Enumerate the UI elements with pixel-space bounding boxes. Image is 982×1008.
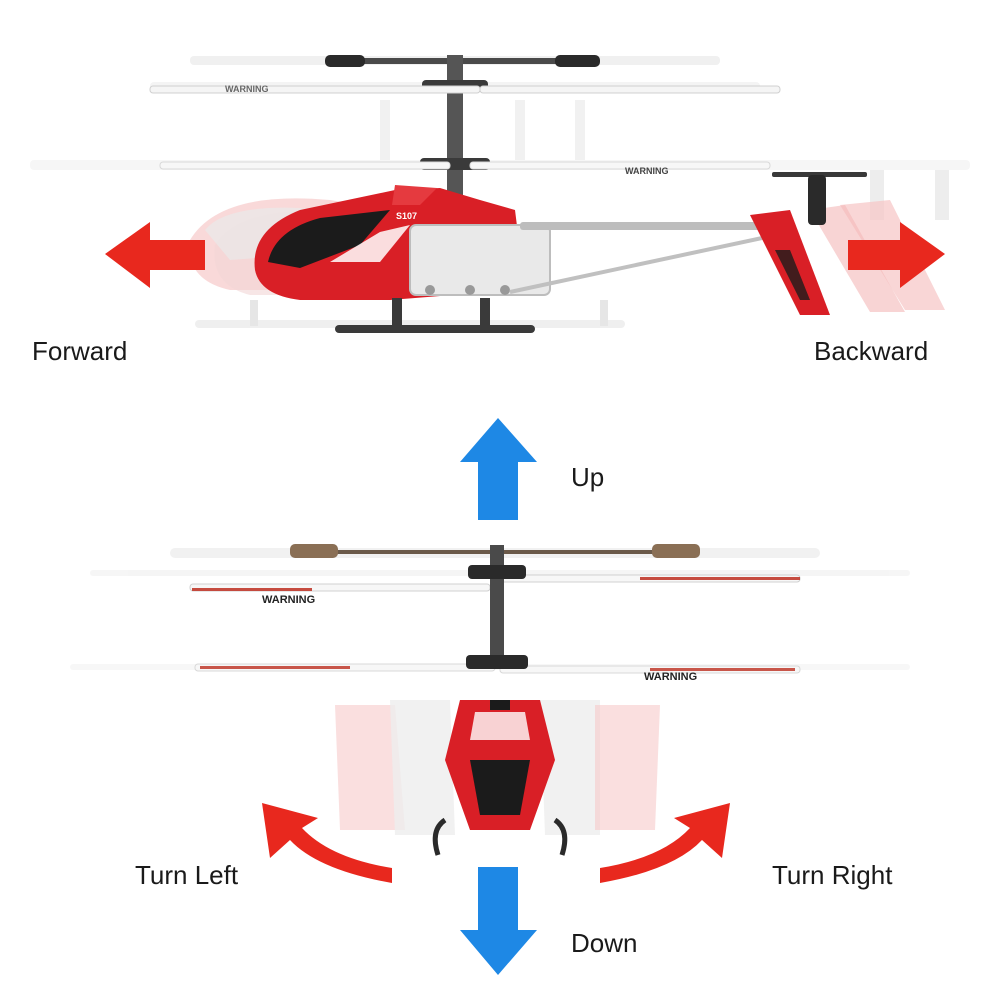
turn-left-label: Turn Left bbox=[135, 860, 239, 890]
side-model-text: S107 bbox=[396, 211, 417, 221]
front-view-helicopter: WARNING WARNING bbox=[70, 544, 910, 856]
backward-label: Backward bbox=[814, 336, 929, 366]
arrow-up-icon bbox=[460, 418, 537, 520]
curved-arrow-right-icon bbox=[600, 803, 730, 883]
front-blade-warning-text-1: WARNING bbox=[262, 594, 315, 606]
arrow-right-icon bbox=[848, 222, 945, 288]
arrow-left-icon bbox=[105, 222, 205, 288]
side-blade-warning-text-2: WARNING bbox=[625, 166, 669, 176]
side-blade-warning-text-1: WARNING bbox=[225, 84, 269, 94]
forward-label: Forward bbox=[32, 336, 128, 366]
turn-right-label: Turn Right bbox=[772, 860, 893, 890]
side-main-rotor bbox=[149, 55, 781, 195]
front-ghost-bodies bbox=[335, 700, 660, 835]
front-body bbox=[445, 700, 555, 830]
up-label: Up bbox=[571, 462, 605, 492]
down-label: Down bbox=[571, 928, 638, 958]
front-blade-warning-text-2: WARNING bbox=[644, 671, 697, 683]
arrow-down-icon bbox=[460, 867, 537, 975]
curved-arrow-left-icon bbox=[262, 803, 392, 883]
side-body bbox=[254, 172, 867, 333]
side-view-helicopter: WARNING WARNING S107 bbox=[30, 55, 970, 333]
side-ghost-rotors bbox=[30, 56, 970, 220]
